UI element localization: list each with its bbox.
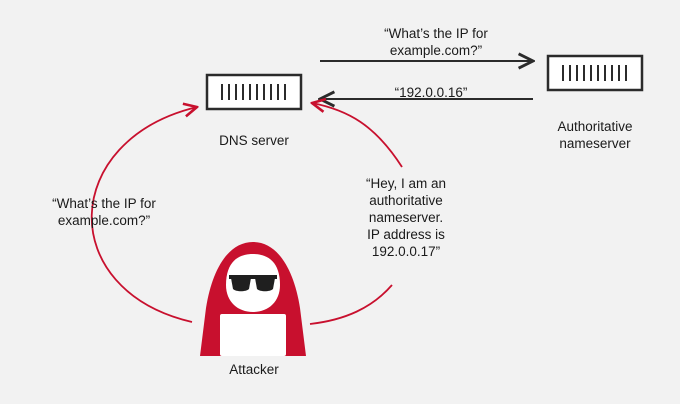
authoritative-nameserver-label: Authoritative nameserver: [557, 119, 633, 151]
attacker-label: Attacker: [229, 362, 279, 377]
attacker-query-arc: [90, 107, 197, 323]
spoofed-reply-arc: [312, 103, 403, 168]
query-to-authoritative-message: “What’s the IP for example.com?”: [384, 26, 488, 58]
authoritative-server-icon: [546, 54, 644, 92]
spoofed-reply-arc-lower: [309, 284, 393, 325]
hooded-attacker-icon: [200, 242, 306, 356]
dns-server-label: DNS server: [219, 133, 289, 148]
reply-from-authoritative-message: “192.0.0.16”: [394, 85, 468, 100]
attacker-query-message: “What’s the IP for example.com?”: [52, 196, 156, 228]
spoofed-reply-message: “Hey, I am an authoritative nameserver. …: [365, 176, 447, 259]
dns-server-icon: [205, 73, 303, 111]
